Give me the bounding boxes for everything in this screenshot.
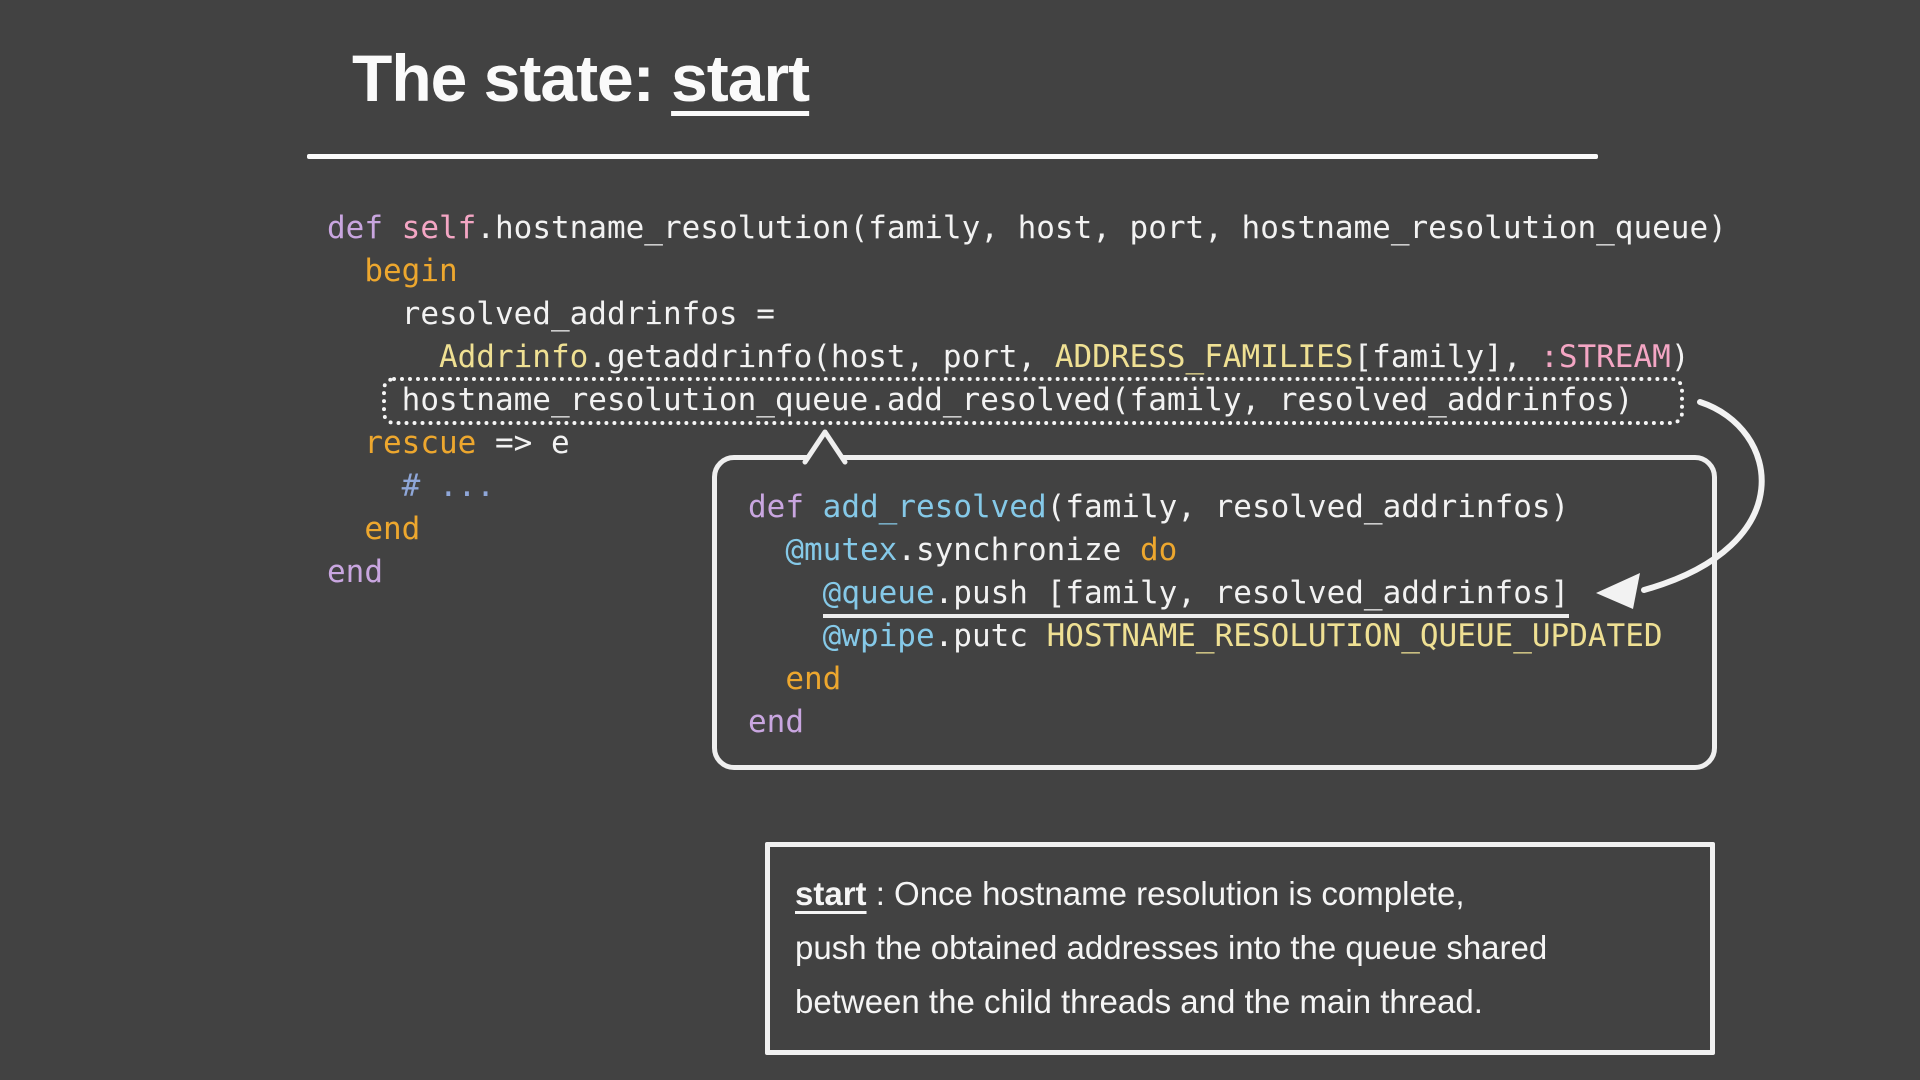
callout-pointer-icon [802, 429, 848, 465]
note-line-2: push the obtained addresses into the que… [795, 929, 1548, 966]
note-line-1-rest: : Once hostname resolution is complete, [866, 875, 1465, 912]
page-title-prefix: The state: [352, 41, 672, 115]
curved-arrow-icon [1596, 399, 1765, 609]
page-title: The state: start [352, 40, 810, 116]
note-box: start : Once hostname resolution is comp… [765, 842, 1715, 1055]
page-title-highlight: start [671, 41, 810, 115]
title-underline-rule [307, 154, 1598, 159]
note-line-3: between the child threads and the main t… [795, 983, 1483, 1020]
callout-code-block: def add_resolved(family, resolved_addrin… [748, 489, 1663, 740]
main-code-block: def self.hostname_resolution(family, hos… [327, 210, 1727, 590]
dotted-emphasis-box [382, 377, 1684, 425]
note-term: start [795, 875, 867, 912]
note-text: start : Once hostname resolution is comp… [795, 867, 1547, 1029]
note-line-1: start : Once hostname resolution is comp… [795, 867, 1547, 921]
callout-code-bubble: def add_resolved(family, resolved_addrin… [712, 429, 1717, 770]
